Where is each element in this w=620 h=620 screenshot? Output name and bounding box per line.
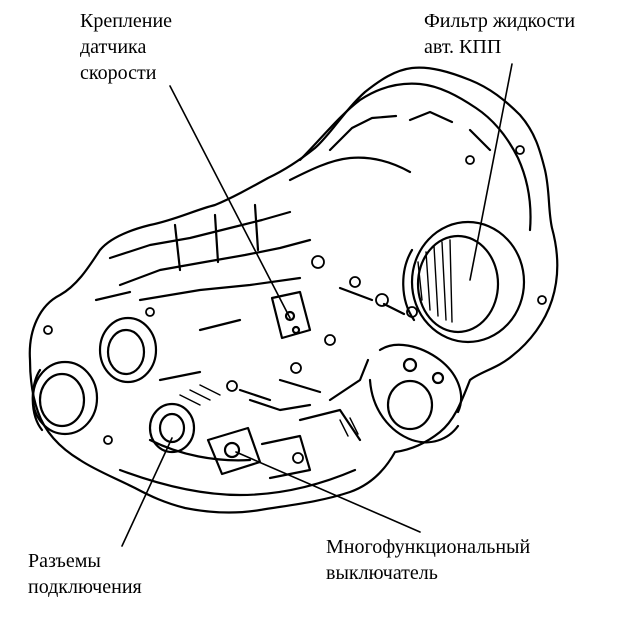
bolts xyxy=(43,145,547,464)
bell-housing-flange xyxy=(298,82,532,232)
label-line: авт. КПП xyxy=(424,36,502,58)
lower-case-line-3 xyxy=(248,358,370,412)
label-connectors: Разъемы подключения xyxy=(28,548,142,600)
lower-output-boss xyxy=(148,402,196,454)
leader-connectors xyxy=(121,437,173,547)
leader-speed-sensor xyxy=(169,85,291,319)
fluid-filter-drawing xyxy=(402,220,526,344)
case-rib-4 xyxy=(138,276,302,302)
leader-switch xyxy=(235,451,421,533)
upper-output-flange xyxy=(98,316,158,384)
label-line: Фильтр жидкости xyxy=(424,10,576,32)
case-rib-2 xyxy=(118,238,312,287)
hatch-detail xyxy=(179,384,359,437)
studs xyxy=(94,286,406,402)
leader-lines xyxy=(121,63,513,547)
label-transmission-fluid-filter: Фильтр жидкости авт. КПП xyxy=(424,8,575,60)
bell-housing-rib xyxy=(328,110,492,152)
label-line: скорости xyxy=(80,62,157,84)
bell-housing-edge xyxy=(288,156,412,182)
label-line: выключатель xyxy=(326,562,438,584)
lower-case-line-2 xyxy=(148,408,362,462)
label-line: Разъемы xyxy=(28,550,101,572)
speed-sensor-block xyxy=(270,290,312,340)
label-line: Многофункциональный xyxy=(326,536,531,558)
label-speed-sensor-mount: Крепление датчика скорости xyxy=(80,8,172,86)
label-line: Крепление xyxy=(80,10,173,32)
left-output-flange xyxy=(31,360,99,436)
case-rib-1 xyxy=(108,210,292,260)
housing-outline xyxy=(28,66,559,514)
lower-case-line-1 xyxy=(118,468,357,497)
label-line: датчика xyxy=(80,36,147,58)
multifunction-switch-drawing xyxy=(206,426,312,480)
shift-bracket xyxy=(368,343,463,444)
leader-fluid-filter xyxy=(469,63,513,281)
label-multifunction-switch: Многофункциональный выключатель xyxy=(326,534,530,586)
case-rib-3 xyxy=(173,203,260,272)
label-line: подключения xyxy=(28,576,142,598)
